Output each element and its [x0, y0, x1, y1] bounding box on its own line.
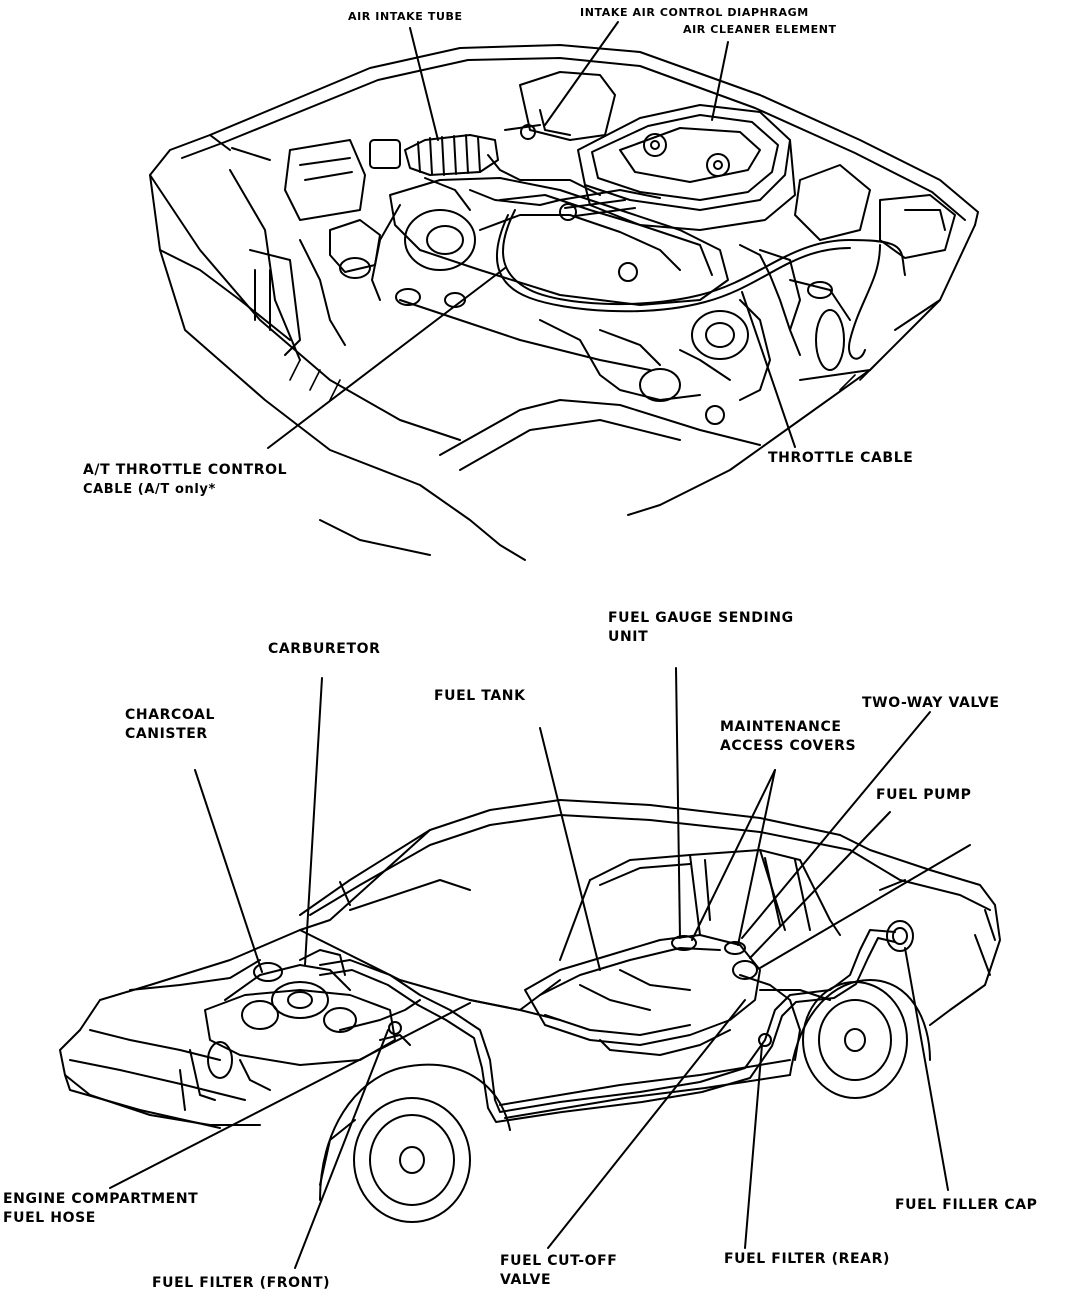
label-line: CARBURETOR: [268, 641, 381, 657]
label-charcoal-canister: CHARCOAL CANISTER: [125, 706, 215, 744]
label-line: AIR INTAKE TUBE: [348, 10, 463, 23]
label-line: ENGINE COMPARTMENT: [3, 1191, 199, 1207]
label-engine-compartment-fuel-hose: ENGINE COMPARTMENT FUEL HOSE: [3, 1190, 198, 1228]
label-line: TWO-WAY VALVE: [862, 695, 1000, 711]
label-fuel-filter-rear: FUEL FILTER (REAR): [724, 1250, 890, 1269]
label-line: FUEL FILTER (FRONT): [152, 1275, 331, 1291]
label-line: FUEL FILTER (REAR): [724, 1251, 890, 1267]
leader-fuel-pump-b: [759, 844, 971, 969]
label-air-cleaner-element: AIR CLEANER ELEMENT: [683, 23, 837, 37]
leader-air-cleaner-element: [711, 41, 729, 121]
label-line: FUEL GAUGE SENDING: [608, 610, 794, 626]
label-line: A/T THROTTLE CONTROL: [83, 462, 288, 478]
label-intake-air-control-diaphragm: INTAKE AIR CONTROL DIAPHRAGM: [580, 6, 809, 20]
label-at-throttle-control-cable: A/T THROTTLE CONTROL CABLE (A/T only*: [83, 461, 287, 499]
leader-fuel-filter-rear: [744, 1044, 763, 1249]
leader-intake-air-control-diaphragm: [544, 21, 619, 126]
leader-carburetor: [304, 677, 323, 966]
label-line: THROTTLE CABLE: [768, 450, 914, 466]
leader-maintenance-access-covers-b: [737, 769, 776, 946]
label-line: FUEL HOSE: [3, 1210, 96, 1226]
label-line: INTAKE AIR CONTROL DIAPHRAGM: [580, 6, 809, 19]
leader-fuel-pump: [749, 811, 891, 959]
leader-fuel-tank: [539, 727, 601, 971]
leader-fuel-filler-cap: [904, 947, 949, 1191]
label-air-intake-tube: AIR INTAKE TUBE: [348, 10, 463, 24]
label-line: VALVE: [500, 1272, 552, 1288]
leader-charcoal-canister: [194, 769, 263, 973]
label-fuel-filler-cap: FUEL FILLER CAP: [895, 1196, 1038, 1215]
label-line: AIR CLEANER ELEMENT: [683, 23, 837, 36]
leader-at-throttle-control-cable: [267, 267, 506, 449]
leader-engine-compartment-fuel-hose: [109, 1002, 471, 1189]
label-maintenance-access-covers: MAINTENANCE ACCESS COVERS: [720, 718, 856, 756]
leader-throttle-cable: [741, 291, 796, 448]
label-line: FUEL FILLER CAP: [895, 1197, 1038, 1213]
leader-maintenance-access-covers-a: [691, 769, 776, 941]
leader-fuel-filter-front: [294, 1029, 389, 1269]
leader-two-way-valve: [741, 711, 931, 939]
label-line: CANISTER: [125, 726, 208, 742]
leader-air-intake-tube: [409, 27, 439, 141]
engine-compartment-illustration: [149, 21, 979, 561]
fuel-system-illustration: [59, 667, 1001, 1269]
label-line: ACCESS COVERS: [720, 738, 857, 754]
leader-fuel-gauge-sending-unit: [675, 667, 681, 939]
label-line: FUEL PUMP: [876, 787, 972, 803]
label-line: MAINTENANCE: [720, 719, 842, 735]
label-line: FUEL TANK: [434, 688, 526, 704]
label-two-way-valve: TWO-WAY VALVE: [862, 694, 1000, 713]
label-fuel-filter-front: FUEL FILTER (FRONT): [152, 1274, 330, 1293]
label-line: CHARCOAL: [125, 707, 215, 723]
label-line: UNIT: [608, 629, 649, 645]
label-line: CABLE (A/T only*: [83, 482, 216, 497]
leader-fuel-cut-off-valve: [547, 999, 746, 1249]
label-fuel-pump: FUEL PUMP: [876, 786, 972, 805]
label-line: FUEL CUT-OFF: [500, 1253, 618, 1269]
label-fuel-tank: FUEL TANK: [434, 687, 526, 706]
label-fuel-gauge-sending-unit: FUEL GAUGE SENDING UNIT: [608, 609, 794, 647]
label-fuel-cut-off-valve: FUEL CUT-OFF VALVE: [500, 1252, 617, 1290]
label-throttle-cable: THROTTLE CABLE: [768, 449, 913, 468]
label-carburetor: CARBURETOR: [268, 640, 381, 659]
